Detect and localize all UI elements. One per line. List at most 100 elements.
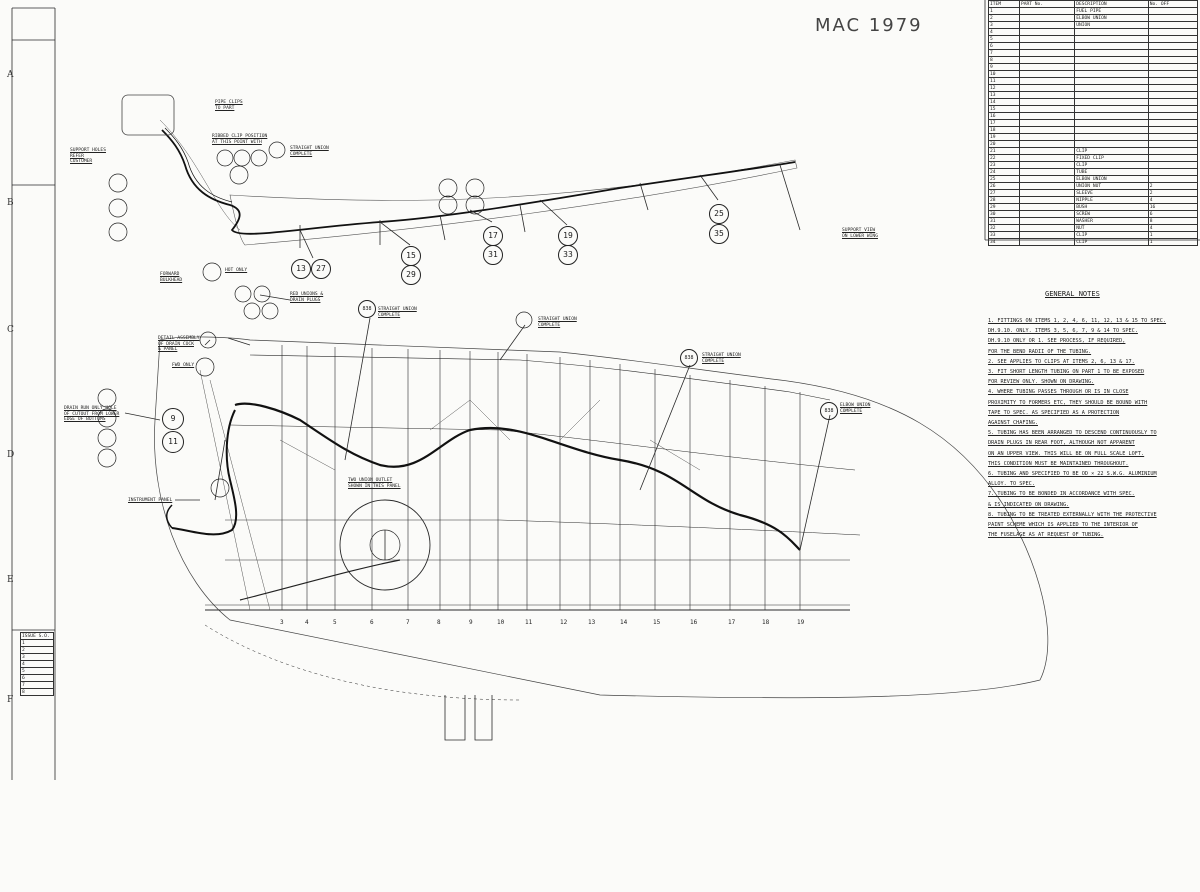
parts-cell — [1018, 105, 1076, 113]
general-note-line: PROXIMITY TO FORMERS ETC, THEY SHOULD BE… — [988, 399, 1148, 406]
parts-cell: 7 — [988, 49, 1020, 57]
part-bubble: 838 — [358, 300, 376, 318]
parts-cell: 8 — [988, 56, 1020, 64]
station-number: 16 — [690, 619, 698, 626]
callout-straight-union-1: STRAIGHT UNION COMPLETE — [290, 146, 329, 157]
parts-cell — [1018, 210, 1076, 218]
parts-cell — [1018, 126, 1076, 134]
general-notes-title: GENERAL NOTES — [1045, 290, 1100, 298]
parts-cell: CLIP — [1074, 161, 1149, 169]
callout-pipe-clips: PIPE CLIPS TO PART — [215, 100, 243, 111]
parts-cell — [1074, 98, 1149, 106]
station-number: 5 — [333, 619, 337, 626]
parts-cell — [1147, 77, 1199, 85]
parts-cell: 9 — [988, 63, 1020, 71]
item-bubble: 15 — [401, 246, 421, 266]
callout-forward-bulkhead: FORWARD BULKHEAD — [160, 272, 183, 283]
parts-cell — [1018, 42, 1076, 50]
parts-cell — [1147, 7, 1199, 15]
parts-cell — [1147, 98, 1199, 106]
parts-cell — [1147, 161, 1199, 169]
parts-cell — [1018, 224, 1076, 232]
parts-cell — [1018, 84, 1076, 92]
grid-letter: E — [7, 575, 14, 585]
parts-cell — [1147, 70, 1199, 78]
parts-row: 14 — [988, 98, 1199, 106]
parts-cell: SLEEVE — [1074, 189, 1149, 197]
part-bubble: 838 — [680, 349, 698, 367]
issue-cell: 7 — [20, 681, 54, 689]
issue-row: 5 — [20, 667, 54, 675]
general-note-line: 3. FIT SHORT LENGTH TUBING ON PART 1 TO … — [988, 369, 1145, 375]
parts-cell — [1147, 35, 1199, 43]
issue-row: 2 — [20, 646, 54, 654]
callout-front-spar: DRAIN RUN ONLY HOLE OF CUTOUT FROM LOWER… — [64, 406, 120, 422]
parts-cell — [1018, 119, 1076, 127]
parts-cell: FUEL PIPE — [1074, 7, 1149, 15]
parts-cell: 4 — [1147, 224, 1199, 232]
parts-cell — [1018, 70, 1076, 78]
general-note-line: & IS INDICATED ON DRAWING. — [988, 501, 1070, 508]
parts-cell — [1018, 98, 1076, 106]
parts-cell — [1147, 168, 1199, 176]
parts-cell: CLIP — [1074, 231, 1149, 239]
parts-cell — [1018, 203, 1076, 211]
general-note-line: ON AN UPPER VIEW. THIS WILL BE ON FULL S… — [988, 450, 1145, 457]
parts-row: 8 — [988, 56, 1199, 64]
parts-cell: 17 — [988, 119, 1020, 127]
parts-cell: WASHER — [1074, 217, 1149, 225]
parts-cell: 8 — [1147, 217, 1199, 225]
parts-cell — [1147, 140, 1199, 148]
parts-cell: 22 — [988, 154, 1020, 162]
parts-header-cell: DESCRIPTION — [1074, 0, 1149, 8]
parts-cell: 24 — [988, 168, 1020, 176]
parts-cell — [1147, 126, 1199, 134]
issue-row: 7 — [20, 681, 54, 689]
parts-cell — [1074, 49, 1149, 57]
parts-cell — [1074, 77, 1149, 85]
parts-cell: SCREW — [1074, 210, 1149, 218]
station-number: 10 — [497, 619, 505, 626]
parts-cell — [1074, 63, 1149, 71]
parts-cell — [1018, 147, 1076, 155]
parts-cell: BUSH — [1074, 203, 1149, 211]
parts-row: 9 — [988, 63, 1199, 71]
parts-cell — [1074, 35, 1149, 43]
parts-row: 15 — [988, 105, 1199, 113]
parts-cell — [1018, 154, 1076, 162]
general-note-line: DRAIN PLUGS IN REAR FOOT, ALTHOUGH NOT A… — [988, 440, 1135, 447]
general-note-line: THIS CONDITION MUST BE MAINTAINED THROUG… — [988, 460, 1129, 467]
grid-letter: C — [7, 325, 14, 335]
parts-cell — [1018, 168, 1076, 176]
parts-cell: 2 — [988, 14, 1020, 22]
station-number: 8 — [437, 619, 441, 626]
issue-row: 8 — [20, 688, 54, 696]
parts-row: 18 — [988, 126, 1199, 134]
callout-ribbed-clip: RIBBED CLIP POSITION AT THIS POINT WITH — [212, 134, 268, 145]
parts-row: 17 — [988, 119, 1199, 127]
parts-cell: CLIP — [1074, 147, 1149, 155]
parts-cell — [1018, 28, 1076, 36]
parts-cell — [1074, 42, 1149, 50]
callout-elbow-union: ELBOW UNION COMPLETE — [840, 403, 871, 414]
parts-cell — [1018, 21, 1076, 29]
parts-cell: 14 — [988, 98, 1020, 106]
handwritten-date: MAC 1979 — [815, 15, 923, 36]
parts-header-cell: PART No. — [1018, 0, 1076, 8]
parts-cell — [1018, 140, 1076, 148]
parts-cell — [1018, 7, 1076, 15]
parts-cell: 33 — [988, 231, 1020, 239]
general-note-line: ALLOY. TO SPEC. — [988, 481, 1035, 488]
parts-cell: 21 — [988, 147, 1020, 155]
parts-cell — [1147, 14, 1199, 22]
parts-cell: 12 — [988, 84, 1020, 92]
callout-detail-panel: DETAIL ASSEMBLY OF DRAIN COCK & PANEL — [158, 336, 200, 352]
parts-cell: ELBOW UNION — [1074, 14, 1149, 22]
